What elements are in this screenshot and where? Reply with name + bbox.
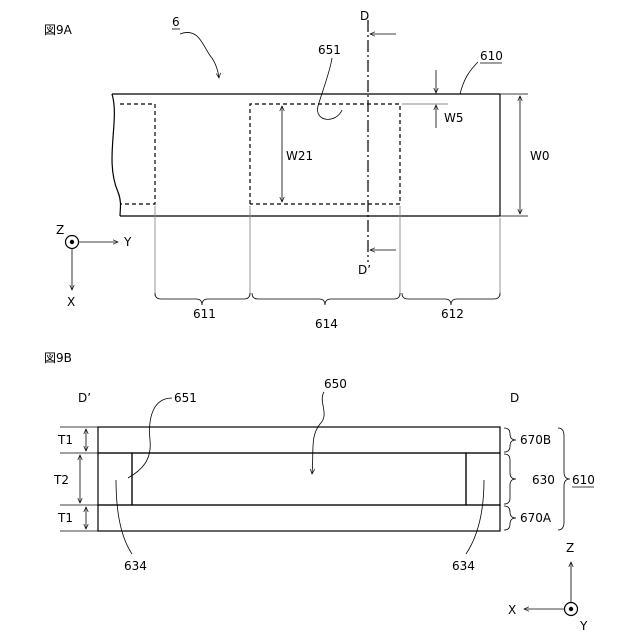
axis-y-label: Y bbox=[123, 235, 132, 249]
w21-label: W21 bbox=[286, 149, 313, 163]
figure-9a-caption: 図9A bbox=[44, 23, 73, 37]
body-ref-label-9b: 610 bbox=[572, 473, 595, 487]
section-label-bottom: D’ bbox=[358, 263, 371, 277]
axis-z-label-9b: Z bbox=[566, 541, 574, 555]
brace-670b bbox=[504, 428, 516, 452]
brace-670a bbox=[504, 506, 516, 530]
layer-label-670b: 670B bbox=[520, 433, 551, 447]
axis-z-out-dot bbox=[70, 240, 74, 244]
region-label-611: 611 bbox=[193, 307, 216, 321]
section-label-top: D bbox=[360, 9, 369, 23]
axis-z-label: Z bbox=[56, 223, 64, 237]
cavity bbox=[132, 453, 466, 505]
region-label-612: 612 bbox=[441, 307, 464, 321]
region-brace-611 bbox=[155, 293, 250, 305]
w5-label: W5 bbox=[444, 111, 464, 125]
axis-x-label-9b: X bbox=[508, 603, 516, 617]
wall-ref-leader-left bbox=[116, 480, 132, 554]
recess-ref-label: 651 bbox=[318, 43, 341, 57]
device-ref-leader bbox=[180, 32, 219, 78]
recess-ref-label-9b: 651 bbox=[174, 391, 197, 405]
strip-break-line bbox=[112, 94, 121, 216]
region-label-614: 614 bbox=[315, 317, 338, 331]
figure-9b-caption: 図9B bbox=[44, 351, 72, 365]
end-label-left: D’ bbox=[78, 391, 91, 405]
recess-ref-leader bbox=[318, 58, 342, 119]
wall-ref-leader-right bbox=[466, 480, 484, 554]
axes-9a: Z Y X bbox=[56, 223, 132, 309]
hidden-recess-left bbox=[120, 104, 155, 204]
figure-9a: 図9A 6 D D’ 651 610 W5 W21 bbox=[44, 9, 550, 331]
brace-630 bbox=[504, 454, 516, 504]
cavity-ref-label: 650 bbox=[324, 377, 347, 391]
brace-610 bbox=[558, 428, 570, 530]
region-brace-612 bbox=[402, 293, 500, 305]
t1-top-label: T1 bbox=[57, 433, 73, 447]
axis-y-in-dot bbox=[569, 607, 573, 611]
layer-top-hatched bbox=[98, 427, 500, 453]
axes-9b: Z X Y bbox=[508, 541, 588, 633]
body-ref-label: 610 bbox=[480, 49, 503, 63]
axis-y-label-9b: Y bbox=[579, 619, 588, 633]
t1-bottom-label: T1 bbox=[57, 511, 73, 525]
figure-9b: 図9B D’ D 651 650 T1 T2 T1 670B 630 bbox=[44, 351, 595, 633]
layer-label-630: 630 bbox=[532, 473, 555, 487]
layer-bottom-hatched bbox=[98, 505, 500, 531]
cavity-ref-leader bbox=[312, 392, 324, 474]
wall-ref-label-left: 634 bbox=[124, 559, 147, 573]
wall-ref-label-right: 634 bbox=[452, 559, 475, 573]
layer-label-670a: 670A bbox=[520, 511, 552, 525]
end-label-right: D bbox=[510, 391, 519, 405]
axis-x-label: X bbox=[67, 295, 75, 309]
body-ref-leader bbox=[460, 62, 478, 94]
side-wall-left bbox=[98, 453, 132, 505]
w0-label: W0 bbox=[530, 149, 550, 163]
recess-ref-leader-9b bbox=[128, 398, 172, 478]
t2-label: T2 bbox=[53, 473, 69, 487]
device-ref-label: 6 bbox=[172, 15, 180, 29]
region-brace-614 bbox=[252, 293, 400, 305]
